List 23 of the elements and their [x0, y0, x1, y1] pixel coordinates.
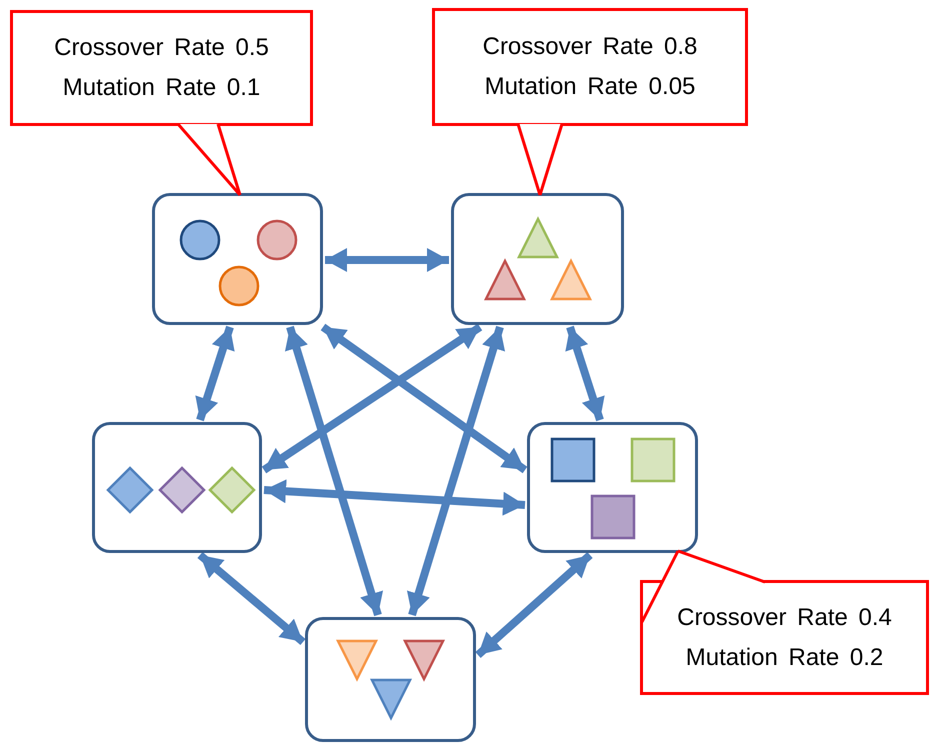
callout-pointer — [640, 550, 766, 624]
double-arrow — [475, 552, 593, 658]
island-box — [92, 422, 262, 553]
callout-bubble — [432, 8, 748, 126]
double-arrow — [320, 324, 528, 474]
island-box — [305, 617, 476, 742]
callout-text: Mutation Rate 0.05 — [484, 72, 696, 102]
double-arrow — [406, 326, 506, 616]
callout-text: Mutation Rate 0.2 — [686, 642, 884, 672]
callout-text: Crossover Rate 0.4 — [677, 602, 892, 632]
double-arrow — [264, 479, 526, 516]
double-arrow — [284, 326, 384, 616]
callout-text: Crossover Rate 0.8 — [482, 32, 698, 62]
double-arrow — [262, 324, 482, 474]
callout-text: Crossover Rate 0.5 — [54, 33, 269, 63]
island-box — [527, 422, 698, 553]
double-arrow — [195, 326, 235, 422]
double-arrow — [197, 552, 306, 646]
callout-text: Mutation Rate 0.1 — [62, 73, 260, 103]
island-box — [451, 193, 624, 325]
double-arrow — [565, 326, 605, 422]
island-box — [152, 193, 323, 325]
double-arrow — [325, 248, 449, 272]
